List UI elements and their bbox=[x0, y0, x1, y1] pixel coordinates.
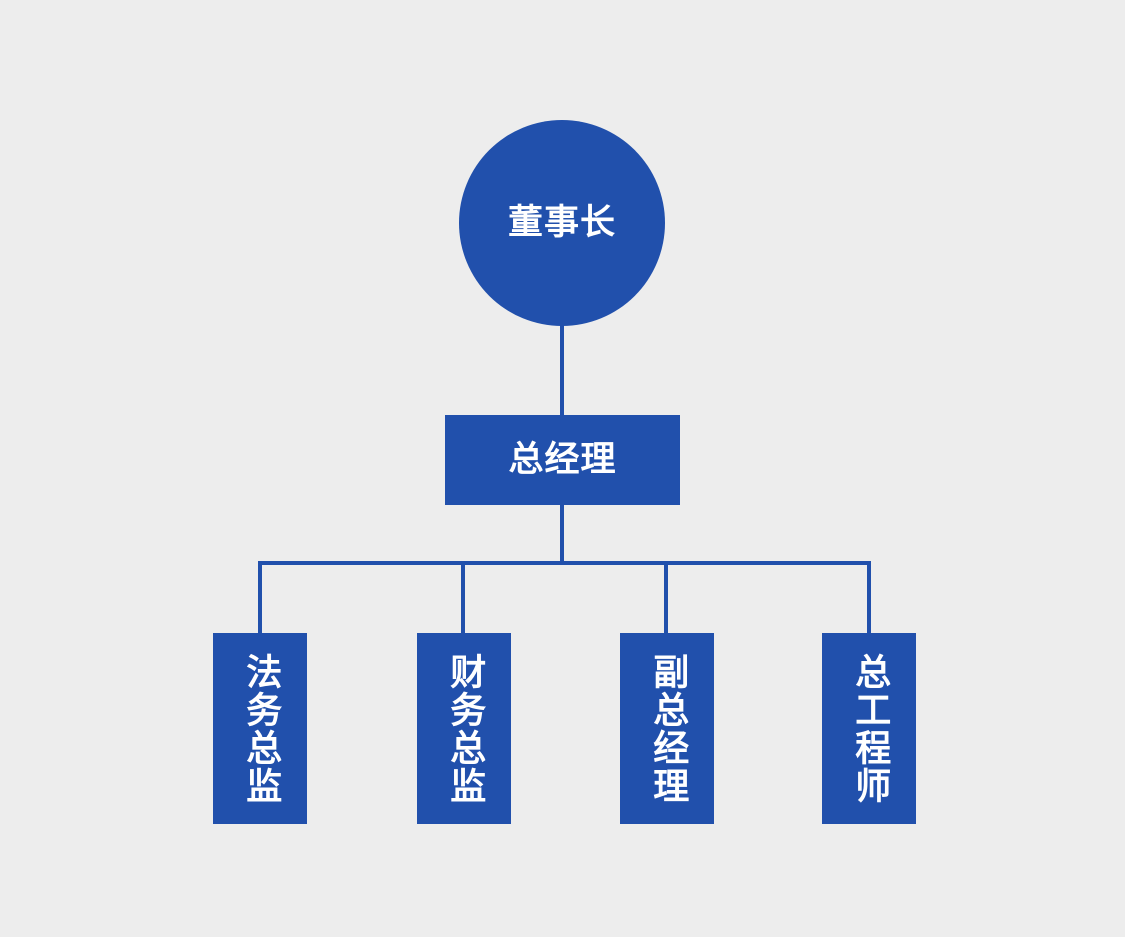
connector-general-manager-stem bbox=[560, 503, 564, 565]
node-finance-director-label: 财务总监 bbox=[444, 652, 486, 805]
node-deputy-general-manager-label: 副总经理 bbox=[647, 652, 689, 805]
connector-chairman-to-general-manager bbox=[560, 324, 564, 417]
node-legal-director[interactable]: 法务总监 bbox=[213, 633, 307, 824]
node-finance-director[interactable]: 财务总监 bbox=[417, 633, 511, 824]
connector-drop-chief-engineer bbox=[867, 561, 871, 635]
connector-horizontal-bus bbox=[258, 561, 871, 565]
node-general-manager[interactable]: 总经理 bbox=[445, 415, 680, 505]
node-chief-engineer[interactable]: 总工程师 bbox=[822, 633, 916, 824]
connector-drop-deputy-general-manager bbox=[664, 561, 668, 635]
node-general-manager-label: 总经理 bbox=[508, 439, 617, 480]
connector-drop-legal-director bbox=[258, 561, 262, 635]
node-chairman-label: 董事长 bbox=[507, 202, 616, 243]
node-deputy-general-manager[interactable]: 副总经理 bbox=[620, 633, 714, 824]
node-chairman[interactable]: 董事长 bbox=[459, 120, 665, 326]
connector-drop-finance-director bbox=[461, 561, 465, 635]
node-chief-engineer-label: 总工程师 bbox=[849, 652, 891, 805]
node-legal-director-label: 法务总监 bbox=[240, 652, 282, 805]
